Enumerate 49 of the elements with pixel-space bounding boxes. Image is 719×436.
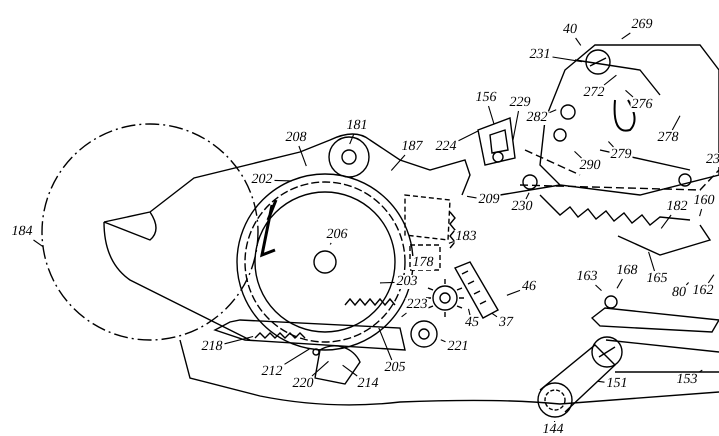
leader-line [608, 141, 614, 148]
leader-line [625, 90, 634, 98]
frame-drawing [477, 117, 516, 166]
leader-line [466, 196, 477, 198]
callout-number: 203 [396, 275, 418, 289]
leader-line [616, 278, 623, 289]
leader-line [708, 274, 714, 284]
callout-number: 282 [526, 111, 548, 125]
leader-line [648, 252, 656, 272]
callout-number: 276 [630, 98, 654, 112]
leader-line [699, 370, 703, 372]
leader-line [621, 32, 631, 40]
leader-line [512, 110, 520, 140]
leader-line [468, 308, 471, 316]
leader-line [440, 339, 446, 342]
leader-line [274, 180, 292, 182]
leader-line [699, 208, 702, 216]
leader-line [660, 214, 672, 229]
leader-line [488, 106, 495, 124]
callout-number: 144 [542, 423, 564, 436]
leader-line [574, 151, 582, 158]
leader-line [686, 282, 689, 286]
leader-line [378, 328, 392, 360]
leader-line [506, 290, 520, 296]
callout-number: 223 [406, 298, 428, 312]
leader-line [330, 242, 332, 245]
leader-line [491, 312, 498, 318]
leader-line [458, 130, 478, 142]
leader-line [33, 240, 44, 248]
leader-line [401, 312, 407, 318]
leader-line [598, 380, 605, 383]
leader-line [380, 282, 395, 284]
leader-line [298, 146, 307, 166]
leader-line [448, 241, 454, 244]
leader-line [284, 348, 310, 365]
leader-line [390, 154, 406, 171]
leader-line [349, 134, 354, 144]
leader-line [672, 116, 680, 130]
leader-line [224, 336, 254, 344]
leader-line [604, 74, 617, 86]
leader-line [312, 360, 329, 376]
leader-line [549, 109, 556, 114]
callout-number: 183 [454, 230, 478, 244]
leader-line [552, 56, 582, 62]
leader-line [595, 284, 602, 291]
leader-line [342, 364, 358, 376]
leader-line [526, 192, 530, 200]
callout-number: 178 [412, 256, 434, 270]
leader-line [575, 38, 582, 46]
